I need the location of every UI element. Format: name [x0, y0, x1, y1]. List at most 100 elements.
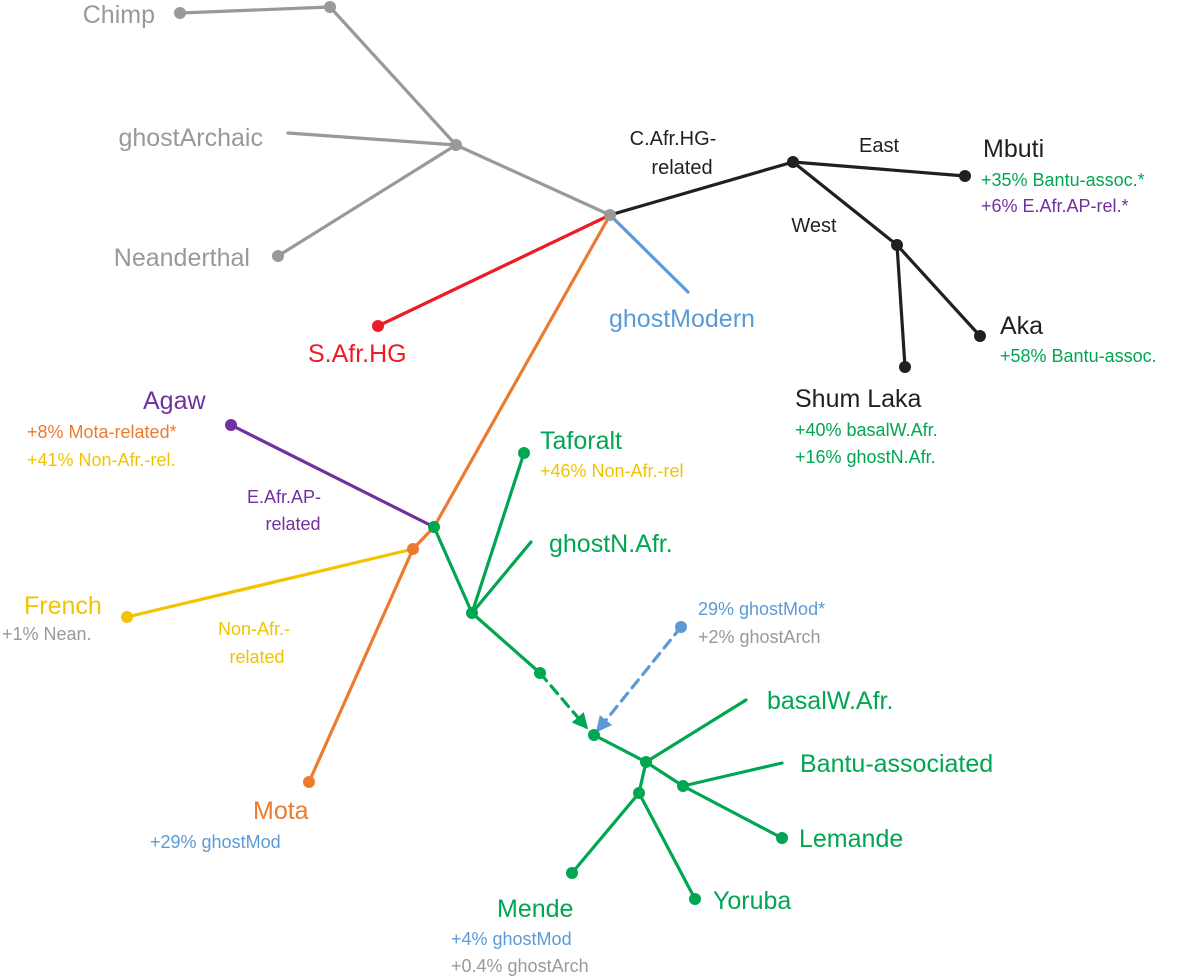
- edge-safr-hg: [376, 213, 612, 328]
- label-eafr-ap-line2: related: [265, 514, 320, 534]
- label-bantu-associated: Bantu-associated: [800, 750, 993, 778]
- label-french: French: [24, 592, 102, 620]
- node-bantu-split: [677, 780, 689, 792]
- label-ghost-archaic: ghostArchaic: [118, 124, 263, 152]
- label-shum-note2: +16% ghostN.Afr.: [795, 447, 936, 467]
- node-ghostmod-source: [675, 621, 687, 633]
- edge-aka: [895, 243, 982, 338]
- node-root: [604, 209, 616, 221]
- node-neanderthal: [272, 250, 284, 262]
- label-nonafr-line2: related: [229, 647, 284, 667]
- edge-yoruba: [637, 791, 697, 901]
- edge-ghost-modern: [608, 213, 690, 294]
- label-yoruba: Yoruba: [713, 887, 791, 915]
- label-taforalt: Taforalt: [540, 427, 622, 455]
- edge-chimp-stem: [328, 5, 458, 147]
- label-agaw-note2: +41% Non-Afr.-rel.: [27, 450, 176, 470]
- edge-wafr-stem: [592, 733, 648, 764]
- label-mende-note1: +4% ghostMod: [451, 929, 572, 949]
- label-agaw: Agaw: [143, 387, 206, 415]
- node-yoruba: [689, 893, 701, 905]
- node-mende: [566, 867, 578, 879]
- edge-green-stem: [432, 525, 474, 615]
- edge-chimp: [178, 5, 332, 15]
- edge-ghost-archaic: [286, 131, 458, 147]
- label-mbuti-note2: +6% E.Afr.AP-rel.*: [981, 196, 1129, 216]
- edge-orange-stem-top: [432, 213, 612, 529]
- node-chimp-junction: [324, 1, 336, 13]
- label-ghostmod-admix2: +2% ghostArch: [698, 627, 821, 647]
- edge-green-dashed-admix: [538, 671, 589, 730]
- node-cafr-hg: [787, 156, 799, 168]
- label-taforalt-note: +46% Non-Afr.-rel: [540, 461, 684, 481]
- edge-taforalt: [470, 451, 526, 615]
- edge-ghostmod-dashed-admix: [595, 625, 683, 733]
- label-mota-note: +29% ghostMod: [150, 832, 281, 852]
- label-mende-note2: +0.4% ghostArch: [451, 956, 589, 976]
- node-nafr-junction: [466, 607, 478, 619]
- edge-bantu-associated: [681, 761, 784, 788]
- node-green-mid: [534, 667, 546, 679]
- label-mota: Mota: [253, 797, 309, 825]
- edge-lemande: [681, 784, 784, 840]
- edge-cafr-hg-stem: [608, 160, 795, 217]
- label-french-note: +1% Nean.: [2, 624, 92, 644]
- label-mbuti-note1: +35% Bantu-assoc.*: [981, 170, 1145, 190]
- node-agaw: [225, 419, 237, 431]
- node-eafr-ap: [428, 521, 440, 533]
- label-ghostmod-admix1: 29% ghostMod*: [698, 599, 825, 619]
- edge-shum-laka: [895, 243, 907, 369]
- label-cafr-hg-line1: C.Afr.HG-: [630, 128, 717, 150]
- edge-west-stem: [791, 160, 899, 247]
- label-neanderthal: Neanderthal: [114, 244, 250, 272]
- label-cafr-hg-line2: related: [651, 157, 712, 179]
- cafr-hg-branches: [608, 160, 982, 369]
- node-mota: [303, 776, 315, 788]
- edge-mende: [570, 791, 641, 875]
- label-mbuti: Mbuti: [983, 135, 1044, 163]
- label-shum-laka: Shum Laka: [795, 385, 922, 413]
- node-lemande: [776, 832, 788, 844]
- edge-neanderthal: [276, 143, 458, 258]
- nodes: [121, 1, 986, 905]
- label-eafr-ap-line1: E.Afr.AP-: [247, 487, 321, 507]
- node-taforalt: [518, 447, 530, 459]
- label-lemande: Lemande: [799, 825, 903, 853]
- node-chimp: [174, 7, 186, 19]
- node-west: [891, 239, 903, 251]
- edge-ghost-nafr: [470, 540, 533, 615]
- edge-green-to-mid: [470, 611, 542, 675]
- label-east: East: [859, 135, 899, 157]
- edge-agaw: [229, 423, 436, 529]
- label-shum-note1: +40% basalW.Afr.: [795, 420, 938, 440]
- edge-archaic-root: [454, 143, 612, 217]
- node-nonafr: [407, 543, 419, 555]
- edge-bantu-stem: [644, 760, 685, 788]
- edge-french: [125, 547, 415, 619]
- edge-mbuti: [791, 160, 967, 178]
- edge-basal-wafr: [644, 698, 748, 764]
- label-agaw-note1: +8% Mota-related*: [27, 422, 177, 442]
- label-basal-wafr: basalW.Afr.: [767, 687, 893, 715]
- label-aka: Aka: [1000, 312, 1043, 340]
- node-shum-laka: [899, 361, 911, 373]
- label-aka-note: +58% Bantu-assoc.: [1000, 346, 1157, 366]
- label-west: West: [791, 215, 837, 237]
- node-wafr-junction: [588, 729, 600, 741]
- node-mbuti: [959, 170, 971, 182]
- label-mende: Mende: [497, 895, 573, 923]
- archaic-branches: [178, 5, 612, 258]
- label-ghost-modern: ghostModern: [609, 305, 755, 333]
- labels: Chimp ghostArchaic Neanderthal C.Afr.HG-…: [2, 1, 1157, 976]
- green-branches: [432, 451, 784, 901]
- label-ghost-nafr: ghostN.Afr.: [549, 530, 673, 558]
- orange-branches: [307, 213, 612, 784]
- node-french: [121, 611, 133, 623]
- label-chimp: Chimp: [83, 1, 155, 29]
- node-aka: [974, 330, 986, 342]
- node-wafr-split: [640, 756, 652, 768]
- node-safr-hg: [372, 320, 384, 332]
- node-yoruba-mende-split: [633, 787, 645, 799]
- label-nonafr-line1: Non-Afr.-: [218, 619, 290, 639]
